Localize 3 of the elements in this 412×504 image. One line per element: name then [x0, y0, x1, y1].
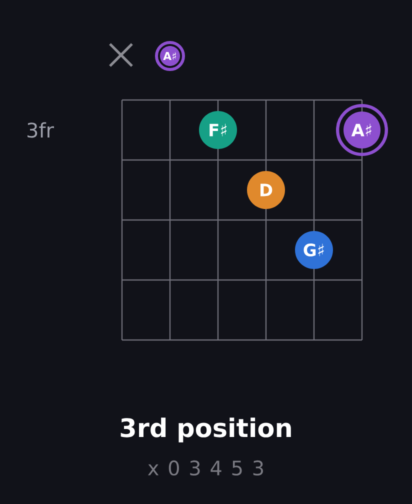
chord-title: 3rd position — [120, 418, 291, 442]
fret-number: 3fr — [28, 122, 54, 138]
fingering: x 0 3 4 5 3 — [148, 460, 263, 476]
